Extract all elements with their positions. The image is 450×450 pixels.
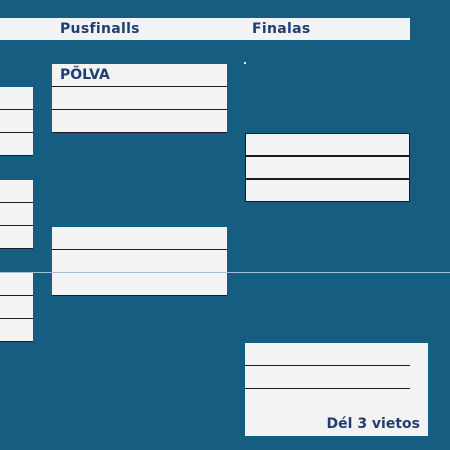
team-name: PÕLVA (60, 67, 110, 83)
semifinal-slot-4[interactable] (52, 227, 227, 250)
quarterfinal-slot[interactable] (0, 203, 33, 226)
marker-dot (244, 62, 246, 64)
third-place-box[interactable]: Dél 3 vietos (245, 343, 428, 436)
final-slot-2[interactable] (245, 156, 410, 179)
semifinal-slot-3[interactable] (52, 110, 227, 133)
third-place-divider (245, 388, 410, 389)
third-place-divider (245, 365, 410, 366)
third-place-label: Dél 3 vietos (326, 416, 420, 432)
quarterfinal-slot[interactable] (0, 273, 33, 296)
quarterfinal-slot[interactable] (0, 180, 33, 203)
quarterfinal-slot[interactable] (0, 226, 33, 249)
quarterfinal-slot[interactable] (0, 296, 33, 319)
semifinal-header: Pusfinalls (60, 21, 140, 37)
header-strip: Pusfinalls Finalas (0, 18, 410, 40)
quarterfinal-slot[interactable] (0, 87, 33, 110)
semifinal-slot-2[interactable] (52, 87, 227, 110)
quarterfinal-slot[interactable] (0, 319, 33, 342)
final-slot-3[interactable] (245, 179, 410, 202)
final-slot-1[interactable] (245, 133, 410, 156)
semifinal-slot-5[interactable] (52, 250, 227, 273)
final-header: Finalas (252, 21, 311, 37)
semifinal-slot-1[interactable]: PÕLVA (52, 64, 227, 87)
semifinal-slot-6[interactable] (52, 273, 227, 296)
quarterfinal-slot[interactable] (0, 110, 33, 133)
divider-line (0, 272, 450, 273)
quarterfinal-slot[interactable] (0, 133, 33, 156)
